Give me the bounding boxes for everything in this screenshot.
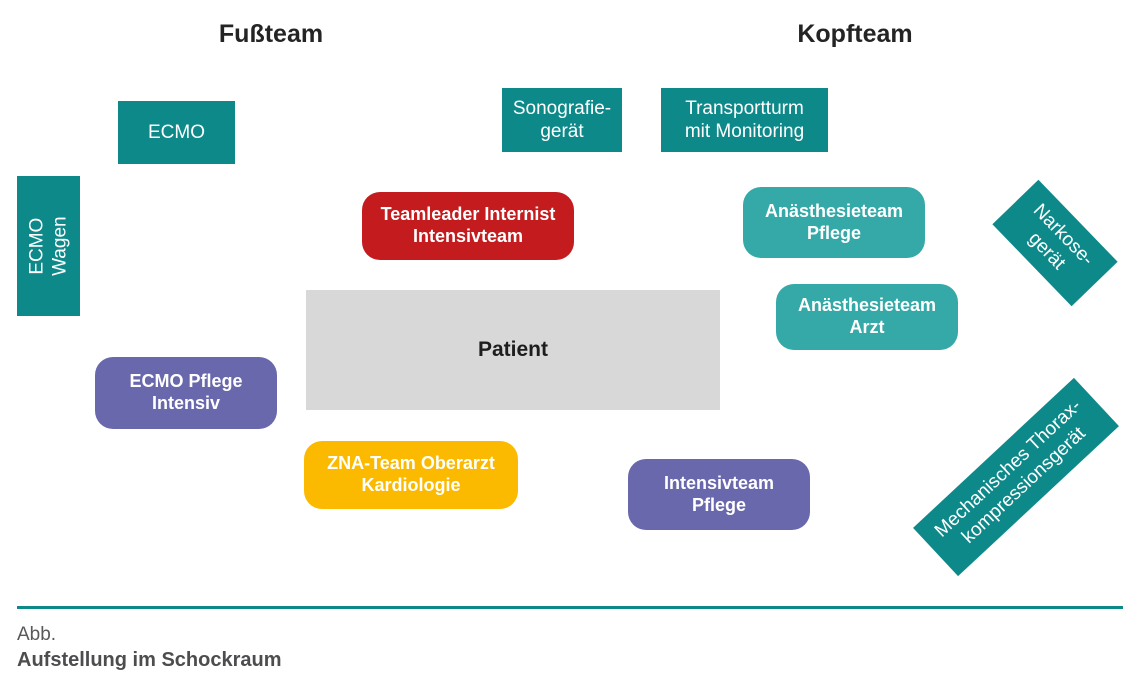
box-anaesthesieteam-pflege: Anästhesieteam Pflege	[743, 187, 925, 258]
box-sonografiegeraet-label: Sonografie- gerät	[512, 97, 612, 142]
box-zna-team: ZNA-Team Oberarzt Kardiologie	[304, 441, 518, 509]
box-anaesthesieteam-arzt: Anästhesieteam Arzt	[776, 284, 958, 350]
figure-rule	[17, 606, 1123, 609]
box-ecmo-label: ECMO	[148, 121, 205, 143]
box-ecmo-wagen-label: ECMO Wagen	[26, 216, 71, 276]
box-patient-label: Patient	[477, 338, 548, 362]
header-fussteam: Fußteam	[218, 20, 324, 48]
box-transportturm: Transportturm mit Monitoring	[661, 88, 828, 152]
box-narkosegeraet-label: Narkose- gerät	[1024, 199, 1098, 274]
box-patient: Patient	[306, 290, 720, 410]
box-intensivteam-pflege-label: Intensivteam Pflege	[663, 472, 775, 515]
box-narkosegeraet: Narkose- gerät	[992, 179, 1118, 307]
box-teamleader-internist-label: Teamleader Internist Intensivteam	[380, 204, 556, 246]
box-transportturm-label: Transportturm mit Monitoring	[684, 97, 805, 142]
box-ecmo-pflege-intensiv-label: ECMO Pflege Intensiv	[129, 371, 243, 413]
box-thoraxkompressionsgeraet-label: Mechanisches Thorax- kompressionsgerät	[930, 395, 1090, 548]
box-sonografiegeraet: Sonografie- gerät	[502, 88, 622, 152]
box-ecmo: ECMO	[118, 101, 235, 164]
box-intensivteam-pflege: Intensivteam Pflege	[628, 459, 810, 530]
box-thoraxkompressionsgeraet: Mechanisches Thorax- kompressionsgerät	[913, 377, 1119, 577]
caption-abb: Abb.	[17, 624, 57, 645]
box-teamleader-internist: Teamleader Internist Intensivteam	[362, 192, 574, 260]
caption-title: Aufstellung im Schockraum	[17, 649, 282, 671]
box-ecmo-pflege-intensiv: ECMO Pflege Intensiv	[95, 357, 277, 429]
box-zna-team-label: ZNA-Team Oberarzt Kardiologie	[327, 453, 495, 495]
header-kopfteam: Kopfteam	[797, 20, 913, 48]
box-anaesthesieteam-pflege-label: Anästhesieteam Pflege	[764, 200, 904, 243]
box-anaesthesieteam-arzt-label: Anästhesieteam Arzt	[797, 295, 937, 337]
box-ecmo-wagen: ECMO Wagen	[17, 176, 80, 316]
